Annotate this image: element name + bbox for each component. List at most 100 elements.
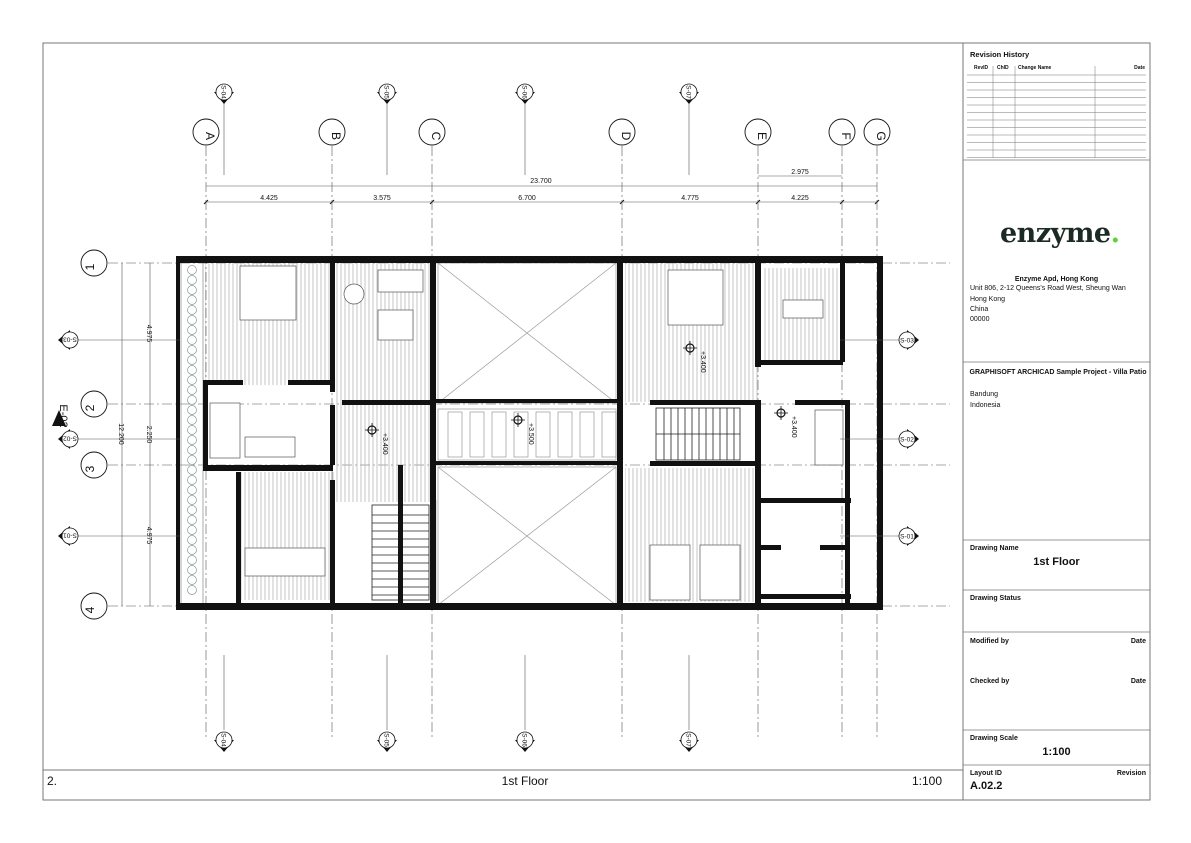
logo-dot: . xyxy=(1110,218,1120,249)
section-bubble xyxy=(898,527,916,545)
elevation-arrow-icon xyxy=(52,410,66,426)
planter-shrub xyxy=(187,295,197,305)
drawing-scale-label: Drawing Scale xyxy=(970,735,1018,742)
grid-bubble-B xyxy=(318,118,346,146)
section-label: S-05 xyxy=(383,85,390,99)
section-bubble xyxy=(680,731,698,749)
layout-id-label: Layout ID xyxy=(970,770,1002,777)
planter-shrub xyxy=(187,475,197,485)
checked-by-label: Checked by xyxy=(970,678,1010,685)
bridge-plank xyxy=(557,411,573,458)
section-marker-top-S-06: S-06 xyxy=(515,83,535,104)
section-bubble xyxy=(516,731,534,749)
company-name: Enzyme Apd, Hong Kong xyxy=(1014,276,1099,283)
planter-shrub xyxy=(187,365,197,375)
planter-shrub xyxy=(187,565,197,575)
planter-shrub xyxy=(187,385,197,395)
section-bubble xyxy=(516,83,534,101)
planter-shrub xyxy=(187,455,197,465)
level-label-2: +3.400 xyxy=(699,351,706,373)
grid-bubble-E xyxy=(744,118,772,146)
grid-bubble-1 xyxy=(80,249,108,277)
planter-shrub xyxy=(187,305,197,315)
planter-shrub xyxy=(187,545,197,555)
dimension-overall-width: 23.700 xyxy=(530,178,552,185)
revision-label: Revision xyxy=(1116,770,1146,777)
section-bubble xyxy=(898,430,916,448)
section-bubble xyxy=(61,527,79,545)
section-marker-right-S-02: S-02 xyxy=(898,429,919,449)
dimension-B: 3.575 xyxy=(373,195,391,202)
desk xyxy=(782,299,824,319)
section-label: S-02 xyxy=(900,437,914,444)
dimension-overall-depth: 12.200 xyxy=(117,423,124,445)
section-marker-right-S-01: S-01 xyxy=(898,526,919,546)
level-crosshair xyxy=(774,406,788,420)
company-postcode: 00000 xyxy=(970,316,990,323)
section-label: S-04 xyxy=(220,85,227,99)
section-bubble xyxy=(378,83,396,101)
bridge-plank xyxy=(447,411,463,458)
planter-shrub xyxy=(187,585,197,595)
section-bubble xyxy=(215,731,233,749)
grid-bubble-D xyxy=(608,118,636,146)
company-city: Hong Kong xyxy=(970,296,1006,303)
planter-shrub xyxy=(187,285,197,295)
planter-shrub xyxy=(187,315,197,325)
grid-label-F: F xyxy=(839,132,853,139)
drawing-name-label: Drawing Name xyxy=(970,545,1019,552)
section-bubble xyxy=(680,83,698,101)
planter-shrub xyxy=(187,555,197,565)
bed xyxy=(699,544,741,601)
dimension-row-1: 4.975 xyxy=(145,325,152,343)
planter-shrub xyxy=(187,355,197,365)
grid-label-C: C xyxy=(429,132,443,141)
dimension-D: 4.775 xyxy=(681,195,699,202)
section-label: S-07 xyxy=(685,733,692,747)
planter-shrub xyxy=(187,275,197,285)
bridge-plank xyxy=(601,411,617,458)
grid-bubble-F xyxy=(828,118,856,146)
section-label: S-01 xyxy=(63,532,77,539)
planter-shrub xyxy=(187,465,197,475)
grid-bubble-3 xyxy=(80,451,108,479)
dimension-e-f: 2.975 xyxy=(791,169,809,176)
grid-bubble-G xyxy=(863,118,891,146)
grid-label-G: G xyxy=(874,131,888,140)
enzyme-logo: enzyme. xyxy=(1000,218,1120,249)
section-marker-bottom-S-04: S-04 xyxy=(214,731,234,752)
drawing-title: 1st Floor xyxy=(501,774,549,788)
planter-shrub xyxy=(187,405,197,415)
planter-shrub xyxy=(187,535,197,545)
section-bubble xyxy=(61,331,79,349)
planter-shrub xyxy=(187,495,197,505)
section-marker-top-S-04: S-04 xyxy=(214,83,234,104)
project-name: GRAPHISOFT ARCHICAD Sample Project - Vil… xyxy=(969,369,1147,376)
section-marker-bottom-S-07: S-07 xyxy=(679,731,699,752)
grid-label-B: B xyxy=(329,132,343,140)
col-chid: ChID xyxy=(997,65,1009,71)
chair xyxy=(343,283,365,305)
furniture xyxy=(209,265,844,601)
section-marker-bottom-S-05: S-05 xyxy=(377,731,397,752)
section-marker-left-S-02: S-02 xyxy=(58,429,79,449)
planter-shrub xyxy=(187,505,197,515)
bed xyxy=(667,269,724,326)
revision-history-title: Revision History xyxy=(970,50,1030,59)
dimension-E: 4.225 xyxy=(791,195,809,202)
planter-shrub xyxy=(187,265,197,275)
grid-label-2: 2 xyxy=(83,404,97,411)
table xyxy=(377,309,414,341)
project-city: Bandung xyxy=(970,391,999,398)
bathtub xyxy=(814,409,844,466)
planter-shrub xyxy=(187,485,197,495)
planter-strip xyxy=(180,261,204,607)
col-date: Date xyxy=(1134,65,1145,71)
grid-label-4: 4 xyxy=(83,606,97,613)
planter-shrub xyxy=(187,445,197,455)
drawing-number: 2. xyxy=(47,774,58,788)
bridge-plank xyxy=(513,411,529,458)
section-label: S-02 xyxy=(63,435,77,442)
wardrobe xyxy=(244,547,326,577)
